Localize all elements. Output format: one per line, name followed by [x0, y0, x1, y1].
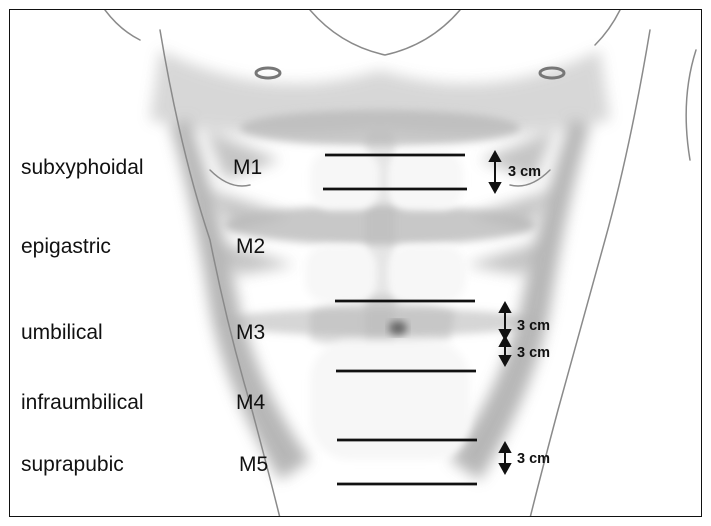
- region-label-epigastric: epigastric: [21, 235, 111, 259]
- zone-code-m4: M4: [236, 391, 265, 415]
- figure-frame: subxyphoidal epigastric umbilical infrau…: [9, 9, 702, 517]
- navel: [389, 321, 407, 335]
- region-label-infraumbilical: infraumbilical: [21, 391, 144, 415]
- region-label-umbilical: umbilical: [21, 321, 103, 345]
- arrow-1: [490, 152, 500, 192]
- zone-code-m2: M2: [236, 235, 265, 259]
- arrow-4: [500, 443, 510, 473]
- zone-code-m3: M3: [236, 321, 265, 345]
- region-label-subxyphoidal: subxyphoidal: [21, 156, 144, 180]
- measure-label-3: 3 cm: [517, 345, 550, 361]
- measure-label-2: 3 cm: [517, 318, 550, 334]
- nipples: [256, 68, 564, 78]
- measure-label-4: 3 cm: [517, 451, 550, 467]
- region-label-suprapubic: suprapubic: [21, 453, 124, 477]
- measure-label-1: 3 cm: [508, 164, 541, 180]
- abdomen-illustration: [10, 10, 702, 517]
- zone-code-m5: M5: [239, 453, 268, 477]
- zone-code-m1: M1: [233, 156, 262, 180]
